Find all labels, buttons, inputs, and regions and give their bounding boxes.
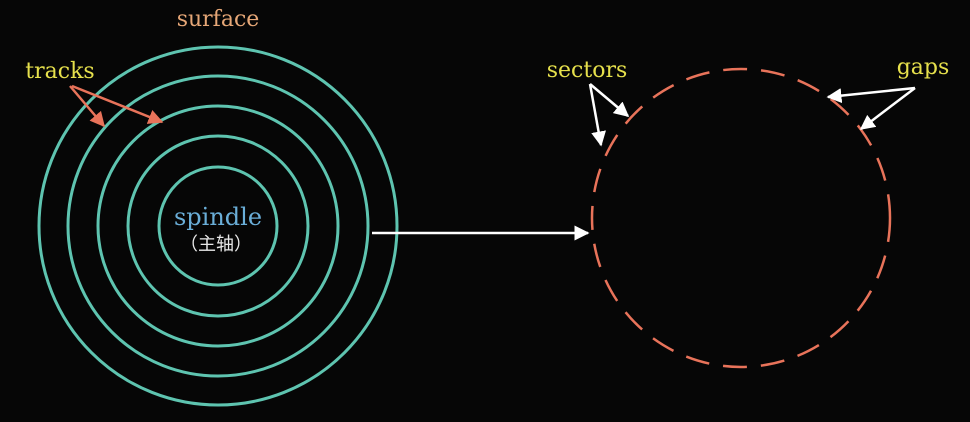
sector-track — [590, 67, 892, 369]
gaps-arrow-1 — [826, 86, 916, 104]
sectors-arrows — [588, 83, 630, 147]
gaps-arrow-2 — [859, 87, 916, 130]
spindle-label: spindle — [174, 203, 262, 231]
tracks-arrow-2 — [71, 84, 164, 124]
track-ring-4 — [126, 134, 310, 318]
surface-label: surface — [177, 7, 260, 32]
track-ring-2 — [66, 74, 370, 378]
track-ring-5 — [157, 165, 279, 287]
sectors-label: sectors — [547, 58, 628, 83]
disk-platter — [37, 45, 399, 407]
sectors-arrow-1 — [589, 83, 630, 117]
gaps-arrows — [826, 86, 916, 130]
spindle-sub-label: （主轴） — [180, 234, 252, 255]
sectors-arrow-2 — [588, 83, 606, 147]
track-ring-3 — [96, 104, 340, 348]
tracks-label: tracks — [25, 59, 94, 84]
gaps-label: gaps — [897, 55, 950, 80]
tracks-arrows — [69, 84, 164, 128]
track-ring-1 — [37, 45, 399, 407]
tracks-arrow-1 — [69, 85, 105, 128]
